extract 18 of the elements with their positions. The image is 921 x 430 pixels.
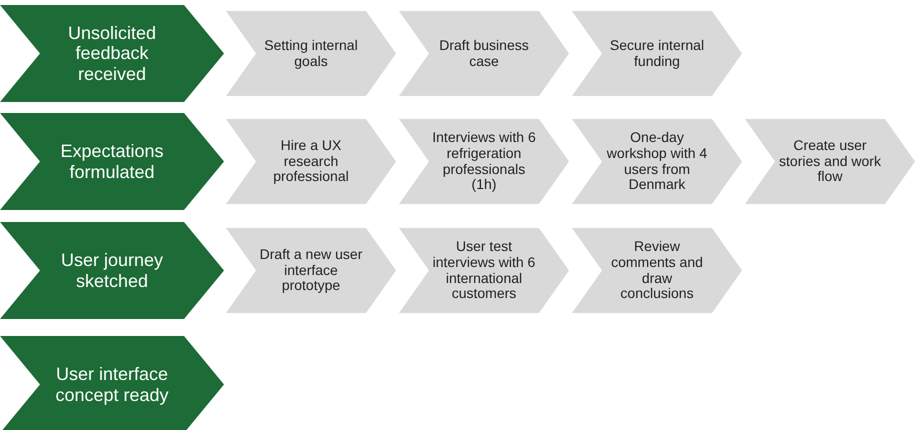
step-label: Hire a UX research professional	[272, 138, 350, 185]
stage-label: User interface concept ready	[54, 364, 170, 405]
step-label: One-day workshop with 4 users from Denmark	[606, 130, 708, 193]
stage-banner	[0, 113, 224, 210]
stage-label: Expectations formulated	[59, 141, 165, 182]
step-label: Create user stories and work flow	[778, 138, 882, 185]
stage-banner	[0, 336, 224, 430]
stage-label: User journey sketched	[60, 250, 164, 291]
step-label: Draft a new user interface prototype	[258, 246, 364, 294]
step-label: Setting internal goals	[263, 38, 359, 70]
step-label: Draft business case	[438, 38, 530, 70]
stage-banner	[0, 5, 224, 102]
step-label: Secure internal funding	[608, 38, 706, 70]
stage-label: Unsolicited feedback received	[66, 23, 158, 84]
stage-banner	[0, 222, 224, 319]
step-label: Interviews with 6 refrigeration professionals (1h)	[431, 130, 537, 193]
step-label: User test interviews with 6 international customers	[432, 239, 536, 302]
step-label: Review comments and draw conclusions	[610, 239, 704, 302]
